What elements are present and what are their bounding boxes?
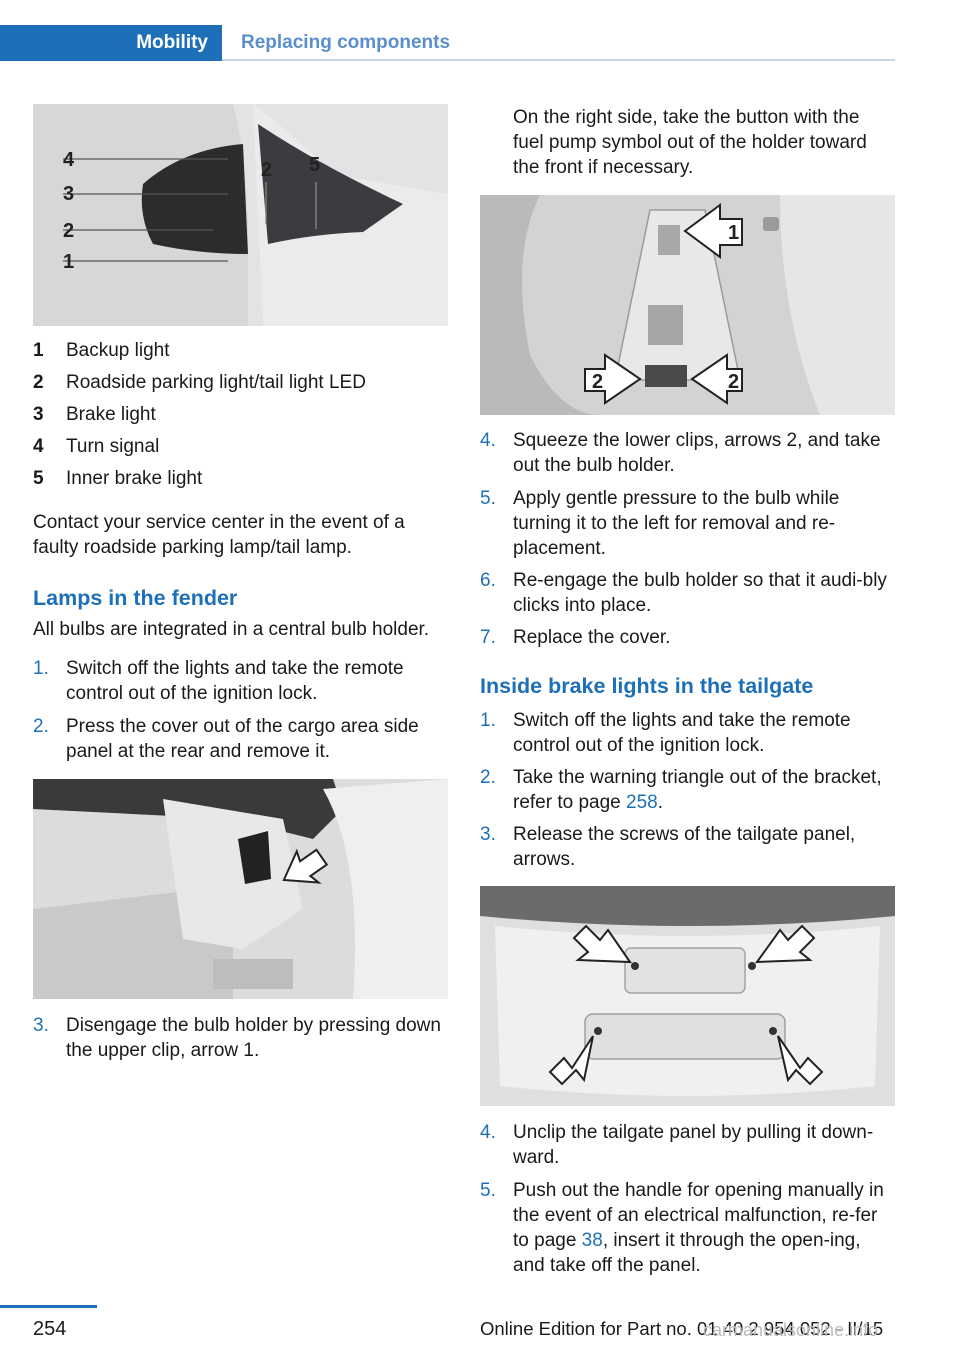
page-header: Mobility Replacing components [0,25,895,61]
fender-intro: All bulbs are integrated in a central bu… [33,619,430,640]
legend-number: 2 [33,372,44,393]
legend-item: 4 Turn signal [33,435,448,459]
step-item: 3. Disengage the bulb holder by pressing… [33,1013,448,1063]
legend-text: Brake light [66,404,156,425]
step-text-part: . [657,792,664,813]
step-text: Squeeze the lower clips, arrows 2, and t… [513,430,881,476]
right-side-intro: On the right side, take the button with … [513,107,867,178]
step-text: Disengage the bulb holder by pressing do… [66,1015,441,1061]
step-number: 4. [480,430,496,451]
page-link-258[interactable]: 258 [626,792,658,813]
watermark: carmanualsonline.info [703,1320,879,1340]
step-item: 5. Push out the handle for opening manua… [480,1178,895,1278]
step-item: 1. Switch off the lights and take the re… [33,656,448,706]
callout-label: 1 [728,222,739,244]
step-text: Unclip the tailgate panel by pulling it … [513,1122,874,1168]
legend-item: 5 Inner brake light [33,467,448,491]
section-tab-mobility[interactable]: Mobility [0,25,222,61]
step-text: Re-engage the bulb holder so that it aud… [513,570,887,616]
step-number: 4. [480,1122,496,1143]
cargo-area-figure [33,779,448,999]
step-text: Release the screws of the tailgate panel… [513,824,856,870]
step-text: Switch off the lights and take the remot… [513,710,851,756]
footer-rule [0,1305,97,1308]
legend-number: 4 [33,436,44,457]
step-text: Switch off the lights and take the remot… [66,658,404,704]
step-item: 1. Switch off the lights and take the re… [480,708,895,758]
step-item: 4. Squeeze the lower clips, arrows 2, an… [480,428,895,478]
header-rule [222,59,895,61]
step-text-part: Push out the handle for opening manually… [513,1180,884,1251]
section-heading-tailgate: Inside brake lights in the tailgate [480,674,814,698]
legend-text: Inner brake light [66,468,203,489]
callout-label: 4 [63,149,75,171]
step-item: 3. Release the screws of the tailgate pa… [480,822,895,872]
step-text-part: , insert it through the open‐ing, and ta… [513,1230,861,1276]
step-number: 5. [480,1180,496,1201]
callout-label: 2 [261,159,272,181]
step-item: 4. Unclip the tailgate panel by pulling … [480,1120,895,1170]
step-number: 7. [480,627,496,648]
callout-label: 1 [63,251,74,273]
step-number: 2. [480,767,496,788]
edition-info: Online Edition for Part no. 01 40 2 954 … [480,1318,884,1339]
step-text: Press the cover out of the cargo area si… [66,716,419,762]
chapter-tab-replacing-components[interactable]: Replacing components [241,32,451,53]
step-text: Push out the handle for opening manually… [513,1178,895,1278]
step-text: Take the warning triangle out of the bra… [513,765,888,815]
step-text: Replace the cover. [513,627,671,648]
step-item: 7. Replace the cover. [480,625,895,650]
legend-item: 2 Roadside parking light/tail light LED [33,371,448,395]
step-number: 5. [480,488,496,509]
step-number: 1. [480,710,496,731]
callout-label: 2 [592,371,603,393]
page-link-38[interactable]: 38 [581,1230,603,1251]
step-number: 2. [33,716,49,737]
legend-item: 3 Brake light [33,403,448,427]
step-text: Apply gentle pressure to the bulb while … [513,488,840,559]
legend-number: 1 [33,340,44,361]
step-item: 6. Re-engage the bulb holder so that it … [480,568,895,618]
legend-item: 1 Backup light [33,339,448,363]
step-number: 3. [33,1015,49,1036]
step-number: 6. [480,570,496,591]
callout-label: 2 [63,220,74,242]
legend-text: Turn signal [66,436,160,457]
legend-number: 5 [33,468,44,489]
section-heading-fender: Lamps in the fender [33,586,238,610]
legend-number: 3 [33,404,44,425]
legend-text: Roadside parking light/tail light LED [66,372,366,393]
callout-label: 2 [728,371,739,393]
step-number: 3. [480,824,496,845]
step-item: 2. Take the warning triangle out of the … [480,765,895,815]
step-text-part: Take the warning triangle out of the bra… [513,767,882,813]
contact-note: Contact your service center in the event… [33,512,405,558]
bulb-holder-figure: 1 2 2 [480,195,895,415]
step-number: 1. [33,658,49,679]
callout-label: 3 [63,183,74,205]
tailgate-panel-figure [480,886,895,1106]
legend-text: Backup light [66,340,170,361]
step-item: 2. Press the cover out of the cargo area… [33,714,448,764]
callout-label: 5 [309,154,320,176]
page-number: 254 [33,1318,67,1340]
step-item: 5. Apply gentle pressure to the bulb whi… [480,486,895,561]
tail-light-figure: 4 3 2 1 2 5 [33,104,448,326]
